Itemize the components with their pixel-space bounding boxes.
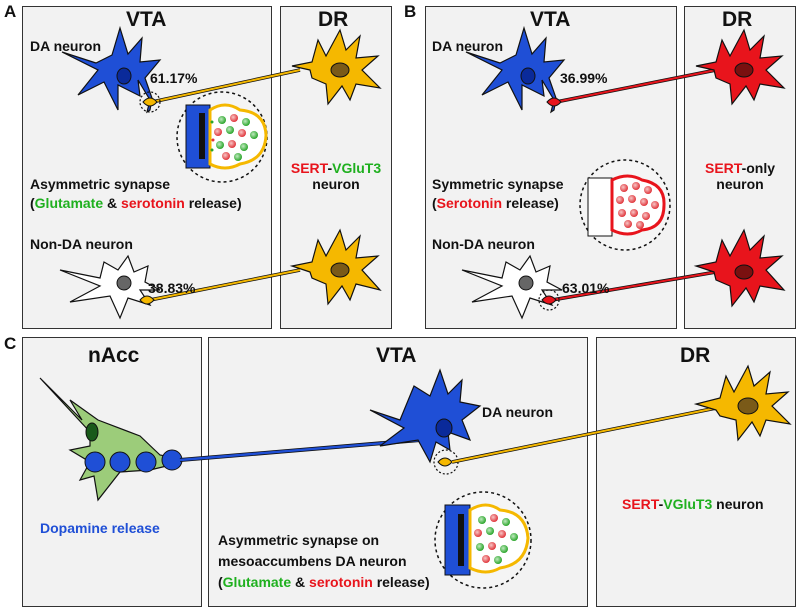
panel-a-serotonin-word: serotonin <box>121 195 185 211</box>
panel-a-dr-title: DR <box>318 8 349 31</box>
panel-c-synapse-open: ( <box>218 574 223 590</box>
panel-c-dr-neuron-label: SERT-VGluT3 neuron <box>622 496 764 512</box>
panel-c-release-word: release <box>107 520 160 536</box>
panel-a-synapse-line1: Asymmetric synapse <box>30 176 171 192</box>
panel-b-dr-bottom-neuron <box>693 228 786 308</box>
panel-b-dr-title: DR <box>722 8 753 31</box>
panel-a-glutamate-word: Glutamate <box>34 195 104 211</box>
panel-b-nonda-neuron <box>461 254 563 320</box>
panel-b-da-percent: 36.99% <box>560 70 608 86</box>
panel-c-dr-title: DR <box>680 344 711 367</box>
panel-a-nonda-neuron-label: Non-DA neuron <box>30 236 133 252</box>
panel-b-nonda-percent: 63.01% <box>562 280 610 296</box>
panel-c-neuron-word: neuron <box>712 496 764 512</box>
panel-b-nonda-neuron-label: Non-DA neuron <box>432 236 535 252</box>
panel-b-letter: B <box>404 2 417 21</box>
panel-c-synapse-line3: (Glutamate & serotonin release) <box>218 574 430 590</box>
panel-a-da-synapse-marker <box>139 91 161 113</box>
panel-b-synapse-line1: Symmetric synapse <box>432 176 564 192</box>
panel-b-synapse-zoom <box>579 159 671 251</box>
panel-b-sert-word: SERT <box>704 160 742 176</box>
panel-b-da-neuron <box>465 25 566 114</box>
panel-a-release-end: release) <box>184 195 242 211</box>
panel-c-synapse-line2: mesoaccumbens DA neuron <box>218 553 407 569</box>
panel-a-neuron-word: neuron <box>312 176 360 192</box>
panel-a-synapse-line2: (Glutamate & serotonin release) <box>30 195 242 211</box>
panel-c-dash: - <box>658 496 664 512</box>
panel-b-dr-neuron-label: SERT-only neuron <box>686 160 794 192</box>
panel-a-vglut3-word: VGluT3 <box>332 160 382 176</box>
panel-c-glutamate-word: Glutamate <box>222 574 292 590</box>
panel-a-sert-word: SERT <box>290 160 328 176</box>
panel-c-vta-title: VTA <box>376 344 417 367</box>
panel-a-letter: A <box>4 2 17 21</box>
panel-c-serotonin-word: serotonin <box>309 574 373 590</box>
panel-a-dr-bottom-neuron <box>289 228 382 306</box>
panel-a-da-neuron-label: DA neuron <box>30 38 102 54</box>
panel-b-serotonin-word: Serotonin <box>436 195 503 211</box>
panel-c-nacc-title: nAcc <box>88 344 140 367</box>
panel-a-da-terminal <box>142 97 158 107</box>
panel-c-amp: & <box>291 574 310 590</box>
panel-b-da-neuron-label: DA neuron <box>432 38 504 54</box>
panel-b-dr-top-neuron <box>695 28 786 106</box>
panel-c-da-neuron <box>369 368 482 464</box>
panel-c-release-end: release) <box>372 574 430 590</box>
panel-a-dr-top-neuron <box>291 28 382 106</box>
panel-a-nonda-percent: 38.83% <box>148 280 196 296</box>
panel-b-neuron-word: neuron <box>716 176 764 192</box>
panel-b-synapse-line2: (Serotonin release) <box>432 195 559 211</box>
panel-c-letter: C <box>4 334 17 353</box>
panel-c-synapse-zoom <box>434 491 532 589</box>
panel-a-nonda-neuron <box>59 254 161 320</box>
panel-c-da-neuron-label: DA neuron <box>482 404 554 420</box>
panel-c-dr-neuron <box>693 364 792 442</box>
panel-b-vta-title: VTA <box>530 8 571 31</box>
panel-b-nonda-synapse-marker <box>538 289 560 311</box>
panel-a-synapse-zoom <box>176 91 268 183</box>
panel-a-dr-neuron-label: SERT-VGluT3 neuron <box>282 160 390 192</box>
panel-c-sert-word: SERT <box>622 496 659 512</box>
panel-b-only-word: -only <box>741 160 776 176</box>
panel-a-dash: - <box>327 160 333 176</box>
panel-a-da-percent: 61.17% <box>150 70 198 86</box>
panel-c-dopamine-release-label: Dopamine release <box>40 520 160 536</box>
panel-a-synapse-open: ( <box>30 195 35 211</box>
panel-c-synapse-line1: Asymmetric synapse on <box>218 532 380 548</box>
panel-a-da-neuron <box>61 25 162 114</box>
panel-b-synapse-open: ( <box>432 195 437 211</box>
panel-c-dopamine-release-sites <box>84 449 183 473</box>
panel-c-vglut3-word: VGluT3 <box>663 496 713 512</box>
panel-c-dopamine-word: Dopamine <box>40 520 108 536</box>
panel-a-vta-title: VTA <box>126 8 167 31</box>
panel-a-amp: & <box>103 195 122 211</box>
panel-c-nacc-neuron <box>39 377 176 502</box>
panel-b-release-end: release) <box>502 195 559 211</box>
